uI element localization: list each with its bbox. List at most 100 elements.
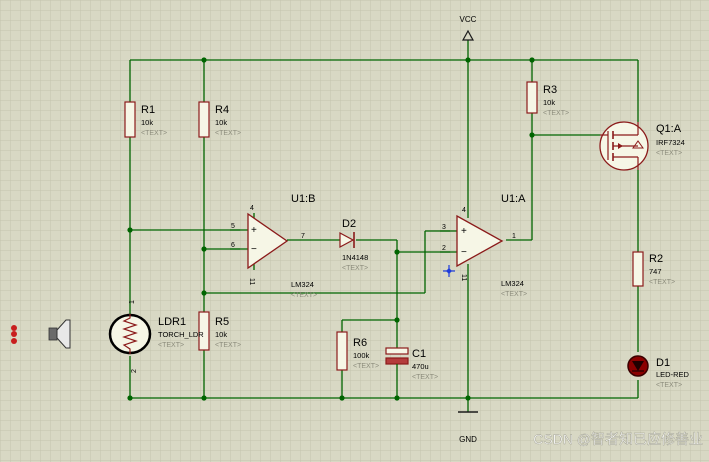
r1-ref: R1 bbox=[141, 104, 155, 116]
junction-dot bbox=[201, 57, 207, 63]
ldr1-pin1: 1 bbox=[129, 300, 136, 304]
resistor-icon bbox=[336, 331, 348, 371]
q1-ref: Q1:A bbox=[656, 123, 682, 135]
junction-dot bbox=[127, 227, 133, 233]
r4-value: 10k bbox=[215, 118, 227, 127]
junction-dot bbox=[394, 249, 400, 255]
u1b-pin-out: 7 bbox=[301, 233, 305, 240]
q1-tag: <TEXT> bbox=[656, 150, 682, 157]
u1a-pin-gnd: 11 bbox=[460, 274, 467, 281]
u1b-pin-plus: 5 bbox=[231, 223, 235, 230]
probe-marker-icon[interactable] bbox=[443, 265, 455, 277]
u1b-pin-vcc: 4 bbox=[250, 205, 254, 212]
r6-tag: <TEXT> bbox=[353, 363, 379, 370]
resistor-r3[interactable]: R3 10k <TEXT> bbox=[526, 81, 569, 117]
speaker-body-icon bbox=[48, 327, 58, 341]
r3-tag: <TEXT> bbox=[543, 110, 569, 117]
led-d1[interactable]: D1 LED-RED <TEXT> bbox=[627, 355, 690, 389]
r2-tag: <TEXT> bbox=[649, 279, 675, 286]
u1a-tag: <TEXT> bbox=[501, 291, 527, 298]
ldr-ldr1[interactable]: 1 2 LDR1 TORCH_LDR <TEXT> bbox=[108, 300, 204, 373]
resistor-icon bbox=[198, 311, 210, 351]
resistor-icon bbox=[632, 251, 644, 287]
gnd-terminal[interactable]: GND bbox=[458, 411, 478, 444]
resistor-r1[interactable]: R1 10k <TEXT> bbox=[124, 101, 167, 138]
u1a-plus-sign: + bbox=[461, 226, 467, 237]
junction-dot bbox=[529, 57, 535, 63]
d2-value: 1N4148 bbox=[342, 253, 368, 262]
d1-ref: D1 bbox=[656, 357, 670, 369]
mosfet-q1a[interactable]: Q1:A IRF7324 <TEXT> bbox=[599, 121, 685, 171]
resistor-icon bbox=[198, 101, 210, 138]
junction-dot bbox=[201, 246, 207, 252]
opamp-u1b[interactable]: + − 5 6 7 4 11 U1:B LM324 <TEXT> bbox=[230, 193, 317, 299]
u1a-pin-out: 1 bbox=[512, 233, 516, 240]
resistor-icon bbox=[526, 81, 538, 114]
watermark: CSDN @智者知已应修善业 bbox=[533, 431, 703, 447]
ldr-icon bbox=[108, 313, 152, 355]
resistor-r6[interactable]: R6 100k <TEXT> bbox=[336, 331, 379, 371]
capacitor-c1[interactable]: C1 470u <TEXT> bbox=[385, 338, 438, 381]
resistor-r4[interactable]: R4 10k <TEXT> bbox=[198, 101, 241, 138]
torch-source[interactable] bbox=[11, 319, 71, 349]
capacitor-plate-icon bbox=[385, 357, 409, 365]
u1a-value: LM324 bbox=[501, 279, 524, 288]
ldr1-pin2: 2 bbox=[131, 369, 138, 373]
ldr1-tag: <TEXT> bbox=[158, 342, 184, 349]
junctions bbox=[127, 57, 535, 401]
d2-ref: D2 bbox=[342, 218, 356, 230]
u1b-pin-minus: 6 bbox=[231, 242, 235, 249]
junction-dot bbox=[339, 395, 345, 401]
u1b-minus-sign: − bbox=[251, 244, 257, 255]
c1-value: 470u bbox=[412, 362, 429, 371]
u1b-plus-sign: + bbox=[251, 225, 257, 236]
r6-ref: R6 bbox=[353, 337, 367, 349]
resistor-r2[interactable]: R2 747 <TEXT> bbox=[632, 251, 675, 287]
r6-value: 100k bbox=[353, 351, 370, 360]
r2-ref: R2 bbox=[649, 253, 663, 265]
u1a-pin-minus: 2 bbox=[442, 245, 446, 252]
r1-tag: <TEXT> bbox=[141, 130, 167, 137]
r2-value: 747 bbox=[649, 267, 662, 276]
u1a-pin-plus: 3 bbox=[442, 224, 446, 231]
r1-value: 10k bbox=[141, 118, 153, 127]
r4-ref: R4 bbox=[215, 104, 229, 116]
probe-diamond bbox=[446, 268, 452, 274]
resistor-r5[interactable]: R5 10k <TEXT> bbox=[198, 311, 241, 351]
terminal-dot-icon bbox=[11, 325, 17, 331]
d1-tag: <TEXT> bbox=[656, 382, 682, 389]
u1b-value: LM324 bbox=[291, 280, 314, 289]
junction-dot bbox=[465, 395, 471, 401]
vcc-label: VCC bbox=[460, 15, 477, 24]
r3-value: 10k bbox=[543, 98, 555, 107]
junction-dot bbox=[394, 317, 400, 323]
r4-tag: <TEXT> bbox=[215, 130, 241, 137]
body-diode-icon bbox=[632, 140, 644, 149]
junction-dot bbox=[201, 395, 207, 401]
u1b-ref: U1:B bbox=[291, 193, 315, 205]
diode-icon bbox=[339, 231, 355, 249]
terminal-dot-icon bbox=[11, 331, 17, 337]
opamp-u1a[interactable]: + − 3 2 1 4 11 U1:A LM324 <TEXT> bbox=[440, 193, 527, 298]
q1-value: IRF7324 bbox=[656, 138, 685, 147]
u1b-pin-gnd: 11 bbox=[248, 278, 255, 285]
u1a-ref: U1:A bbox=[501, 193, 526, 205]
r5-value: 10k bbox=[215, 330, 227, 339]
c1-ref: C1 bbox=[412, 348, 426, 360]
d2-tag: <TEXT> bbox=[342, 265, 368, 272]
opamp-icon bbox=[456, 214, 504, 268]
ldr1-ref: LDR1 bbox=[158, 316, 186, 328]
junction-dot bbox=[529, 132, 535, 138]
vcc-terminal[interactable]: VCC bbox=[460, 15, 477, 41]
led-arrow-icon bbox=[632, 361, 644, 371]
diode-d2[interactable]: D2 1N4148 <TEXT> bbox=[339, 218, 368, 272]
resistor-icon bbox=[124, 101, 136, 138]
capacitor-plate-icon bbox=[385, 347, 409, 355]
speaker-cone-icon bbox=[56, 319, 71, 349]
junction-dot bbox=[394, 395, 400, 401]
u1a-minus-sign: − bbox=[461, 247, 467, 258]
mosfet-arrow-icon bbox=[618, 143, 623, 149]
